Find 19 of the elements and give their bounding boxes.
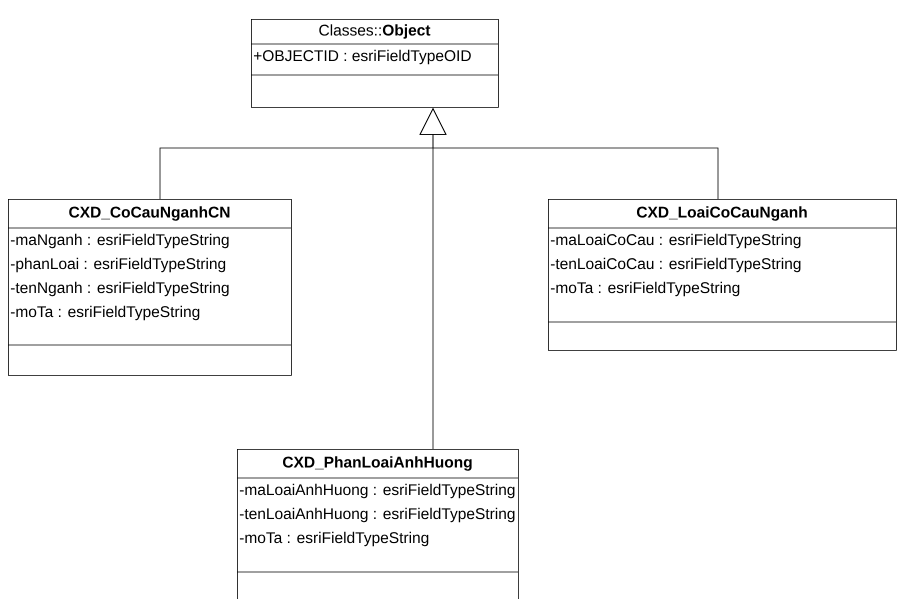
attribute: -moTa : esriFieldTypeString <box>550 282 740 296</box>
attribute: -moTa : esriFieldTypeString <box>240 532 428 546</box>
class-box <box>8 199 292 376</box>
attribute: -maLoaiAnhHuong : esriFieldTypeString <box>240 484 514 498</box>
attribute: -phanLoai : esriFieldTypeString <box>10 258 226 272</box>
attribute: -tenLoaiAnhHuong : esriFieldTypeString <box>240 508 514 522</box>
attribute: -moTa : esriFieldTypeString <box>10 306 200 320</box>
class-box <box>548 199 897 351</box>
class-box <box>250 19 499 108</box>
class-name: CXD_CoCauNganhCN <box>69 206 230 221</box>
class-box <box>236 449 519 599</box>
class-name: CXD_LoaiCoCauNganh <box>636 206 807 221</box>
attribute: -tenLoaiCoCau : esriFieldTypeString <box>550 258 800 272</box>
class-name: CXD_PhanLoaiAnhHuong <box>283 456 472 471</box>
attribute: -maLoaiCoCau : esriFieldTypeString <box>550 234 800 248</box>
attribute: -tenNganh : esriFieldTypeString <box>10 282 229 296</box>
attribute: +OBJECTID : esriFieldTypeOID <box>254 50 471 64</box>
class-name: Classes::Object <box>319 24 430 39</box>
attribute: -maNganh : esriFieldTypeString <box>10 234 229 248</box>
